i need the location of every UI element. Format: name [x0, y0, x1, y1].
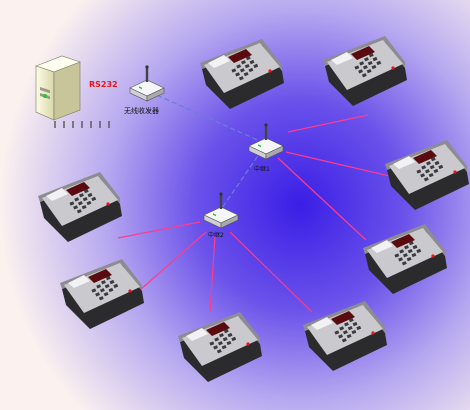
link-relay2-terminal-w: [117, 221, 201, 239]
link-relay1-terminal-e: [285, 151, 399, 179]
link-group: [117, 91, 399, 313]
interface-label: RS232: [89, 80, 118, 89]
link-relay2-terminal-se: [229, 231, 313, 313]
relay-2-label: 中继2: [208, 232, 224, 239]
link-relay1-terminal-ne: [287, 114, 369, 133]
link-relay1-terminal-se: [277, 157, 367, 241]
relay-1-label: 中继1: [254, 166, 270, 173]
hub-label: 无线收发器: [124, 107, 159, 115]
server-tower-icon: [35, 55, 81, 121]
link-relay2-terminal-sw: [139, 231, 207, 291]
link-hub-relay1: [149, 91, 263, 143]
link-relay2-terminal-s: [209, 235, 216, 313]
link-relay1-relay2: [221, 149, 263, 209]
server-ports: [54, 121, 110, 128]
